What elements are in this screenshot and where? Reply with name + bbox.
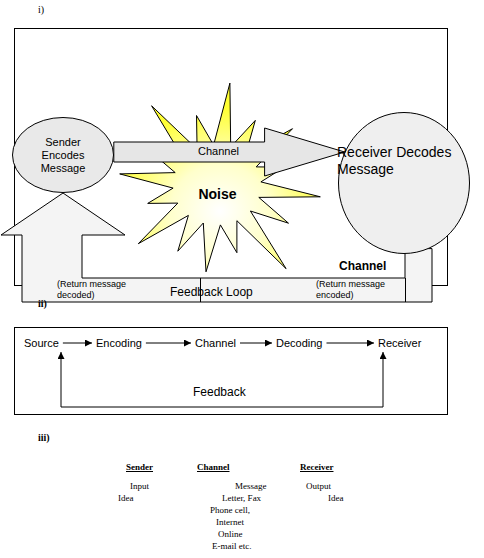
receiver-ellipse: Receiver Decodes Message <box>338 112 470 254</box>
flow-arrow <box>63 343 92 344</box>
node-label: Receiver Decodes Message <box>337 144 477 178</box>
flow-step: Encoding <box>96 336 142 350</box>
connector <box>61 352 383 407</box>
model-frame <box>15 328 448 415</box>
step-label: Decoding <box>276 336 322 350</box>
text-label: i) <box>38 4 44 15</box>
text-label: iii) <box>38 432 50 443</box>
flow-arrow <box>240 343 272 344</box>
connector <box>326 343 374 344</box>
text-label: Idea <box>118 493 134 503</box>
step-label: Encoding <box>96 336 142 350</box>
text-label: Receiver <box>300 462 333 472</box>
text-label: (Return message decoded) <box>57 279 129 301</box>
text-label: Output <box>306 481 331 491</box>
receiver-ellipse-shape <box>338 112 470 254</box>
node-label: Sender Encodes Message <box>28 117 98 193</box>
connector-label: Feedback Loop <box>170 285 253 299</box>
text-label: E-mail etc. <box>212 541 251 551</box>
connector <box>240 343 272 344</box>
step-label: Receiver <box>378 336 421 350</box>
flow-arrow <box>326 343 374 344</box>
text-label: Idea <box>328 493 344 503</box>
flow-arrow <box>146 343 191 344</box>
connector <box>63 343 92 344</box>
connector-label: Feedback <box>193 385 246 399</box>
text-label: Channel <box>339 259 386 273</box>
text-label: Input <box>130 481 149 491</box>
starburst-outline <box>120 83 321 272</box>
ellipse-outline <box>13 118 114 193</box>
text-label: Channel <box>197 462 230 472</box>
text-label: Phone cell, <box>210 505 250 515</box>
flow-step: Source <box>24 336 59 350</box>
text-label: Internet <box>216 517 244 527</box>
text-label: Message <box>235 481 267 491</box>
sender-ellipse: Sender Encodes Message <box>12 117 114 193</box>
flow-step: Channel <box>195 336 236 350</box>
node-label: Noise <box>105 186 330 202</box>
text-label: Letter, Fax <box>222 493 261 503</box>
text-label: Sender <box>126 462 153 472</box>
ellipse-outline <box>339 113 470 254</box>
text-label: ii) <box>38 298 47 309</box>
connector <box>146 343 191 344</box>
text-label: (Return message encoded) <box>316 279 388 301</box>
flow-step: Receiver <box>378 336 421 350</box>
step-label: Source <box>24 336 59 350</box>
band-divider <box>405 278 406 302</box>
text-label: Online <box>218 529 243 539</box>
flow-step: Decoding <box>276 336 322 350</box>
step-label: Channel <box>195 336 236 350</box>
connector-label: Channel <box>198 145 239 157</box>
feedback-line <box>61 352 383 407</box>
